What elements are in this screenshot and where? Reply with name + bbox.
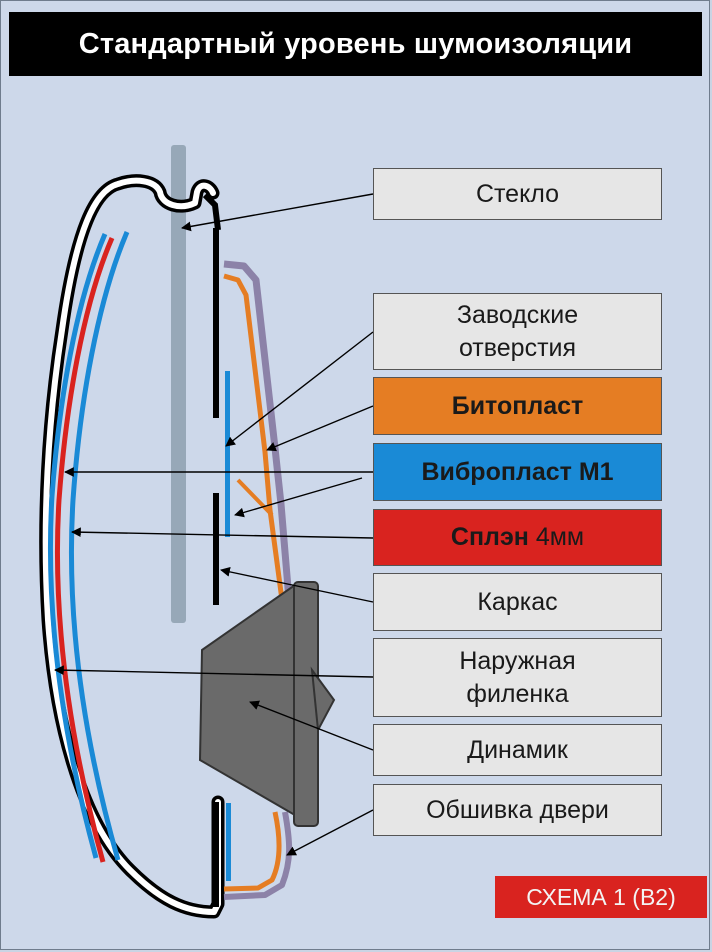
label-factory-holes: Заводские отверстия — [373, 293, 662, 370]
diagram-title: Стандартный уровень шумоизоляции — [9, 12, 702, 76]
speaker-dome — [310, 666, 336, 734]
scheme-badge: СХЕМА 1 (В2) — [495, 876, 707, 918]
inner-wall-top — [202, 192, 221, 231]
label-factory-holes-line2: отверстия — [458, 333, 577, 362]
frame-bar-lower — [213, 493, 219, 605]
bitoplast-lower — [223, 811, 282, 892]
bitoplast-upper-seg — [236, 478, 274, 517]
label-door-trim-text: Обшивка двери — [426, 795, 609, 824]
label-door-trim: Обшивка двери — [373, 784, 662, 836]
label-splen: Сплэн 4мм — [373, 509, 662, 566]
label-glass: Стекло — [373, 168, 662, 220]
frame-bar-upper — [213, 228, 219, 418]
label-bitoplast: Битопласт — [373, 377, 662, 435]
vibroplast-frame-lower — [226, 803, 231, 881]
bitoplast-upper — [223, 273, 285, 601]
door-trim-lower — [223, 811, 293, 900]
leader-vibroplast-frame — [234, 477, 363, 518]
splen-outer-layer — [54, 237, 115, 863]
label-vibroplast-text: Вибропласт М1 — [421, 457, 614, 486]
label-glass-text: Стекло — [475, 179, 560, 208]
vibroplast-outer-layer-2 — [47, 233, 108, 859]
frame-bar-bottom — [213, 802, 219, 907]
label-factory-holes-line1: Заводские — [456, 300, 579, 329]
vibroplast-outer-layer — [68, 231, 130, 861]
label-bitoplast-text: Битопласт — [451, 391, 584, 420]
label-speaker: Динамик — [373, 724, 662, 776]
label-frame: Каркас — [373, 573, 662, 631]
leader-speaker — [249, 700, 374, 751]
label-frame-text: Каркас — [477, 587, 558, 616]
vibroplast-frame-upper — [225, 371, 230, 537]
label-speaker-text: Динамик — [467, 735, 568, 764]
glass-pane — [171, 145, 186, 623]
label-splen-text: Сплэн — [450, 523, 529, 551]
label-outer-panel-line2: филенка — [466, 679, 569, 708]
leader-glass — [181, 193, 374, 232]
speaker-cone — [198, 583, 302, 820]
leader-frame — [220, 567, 374, 603]
label-outer-panel: Наружная филенка — [373, 638, 662, 717]
leader-holes — [225, 331, 374, 447]
leader-panel — [54, 665, 374, 678]
label-splen-thickness: 4мм — [535, 523, 585, 551]
leader-bitoplast — [266, 405, 374, 452]
label-vibroplast: Вибропласт М1 — [373, 443, 662, 501]
door-trim-upper — [223, 260, 293, 601]
label-outer-panel-line1: Наружная — [459, 646, 576, 675]
leader-splen — [71, 527, 374, 539]
leader-trim — [286, 809, 374, 856]
